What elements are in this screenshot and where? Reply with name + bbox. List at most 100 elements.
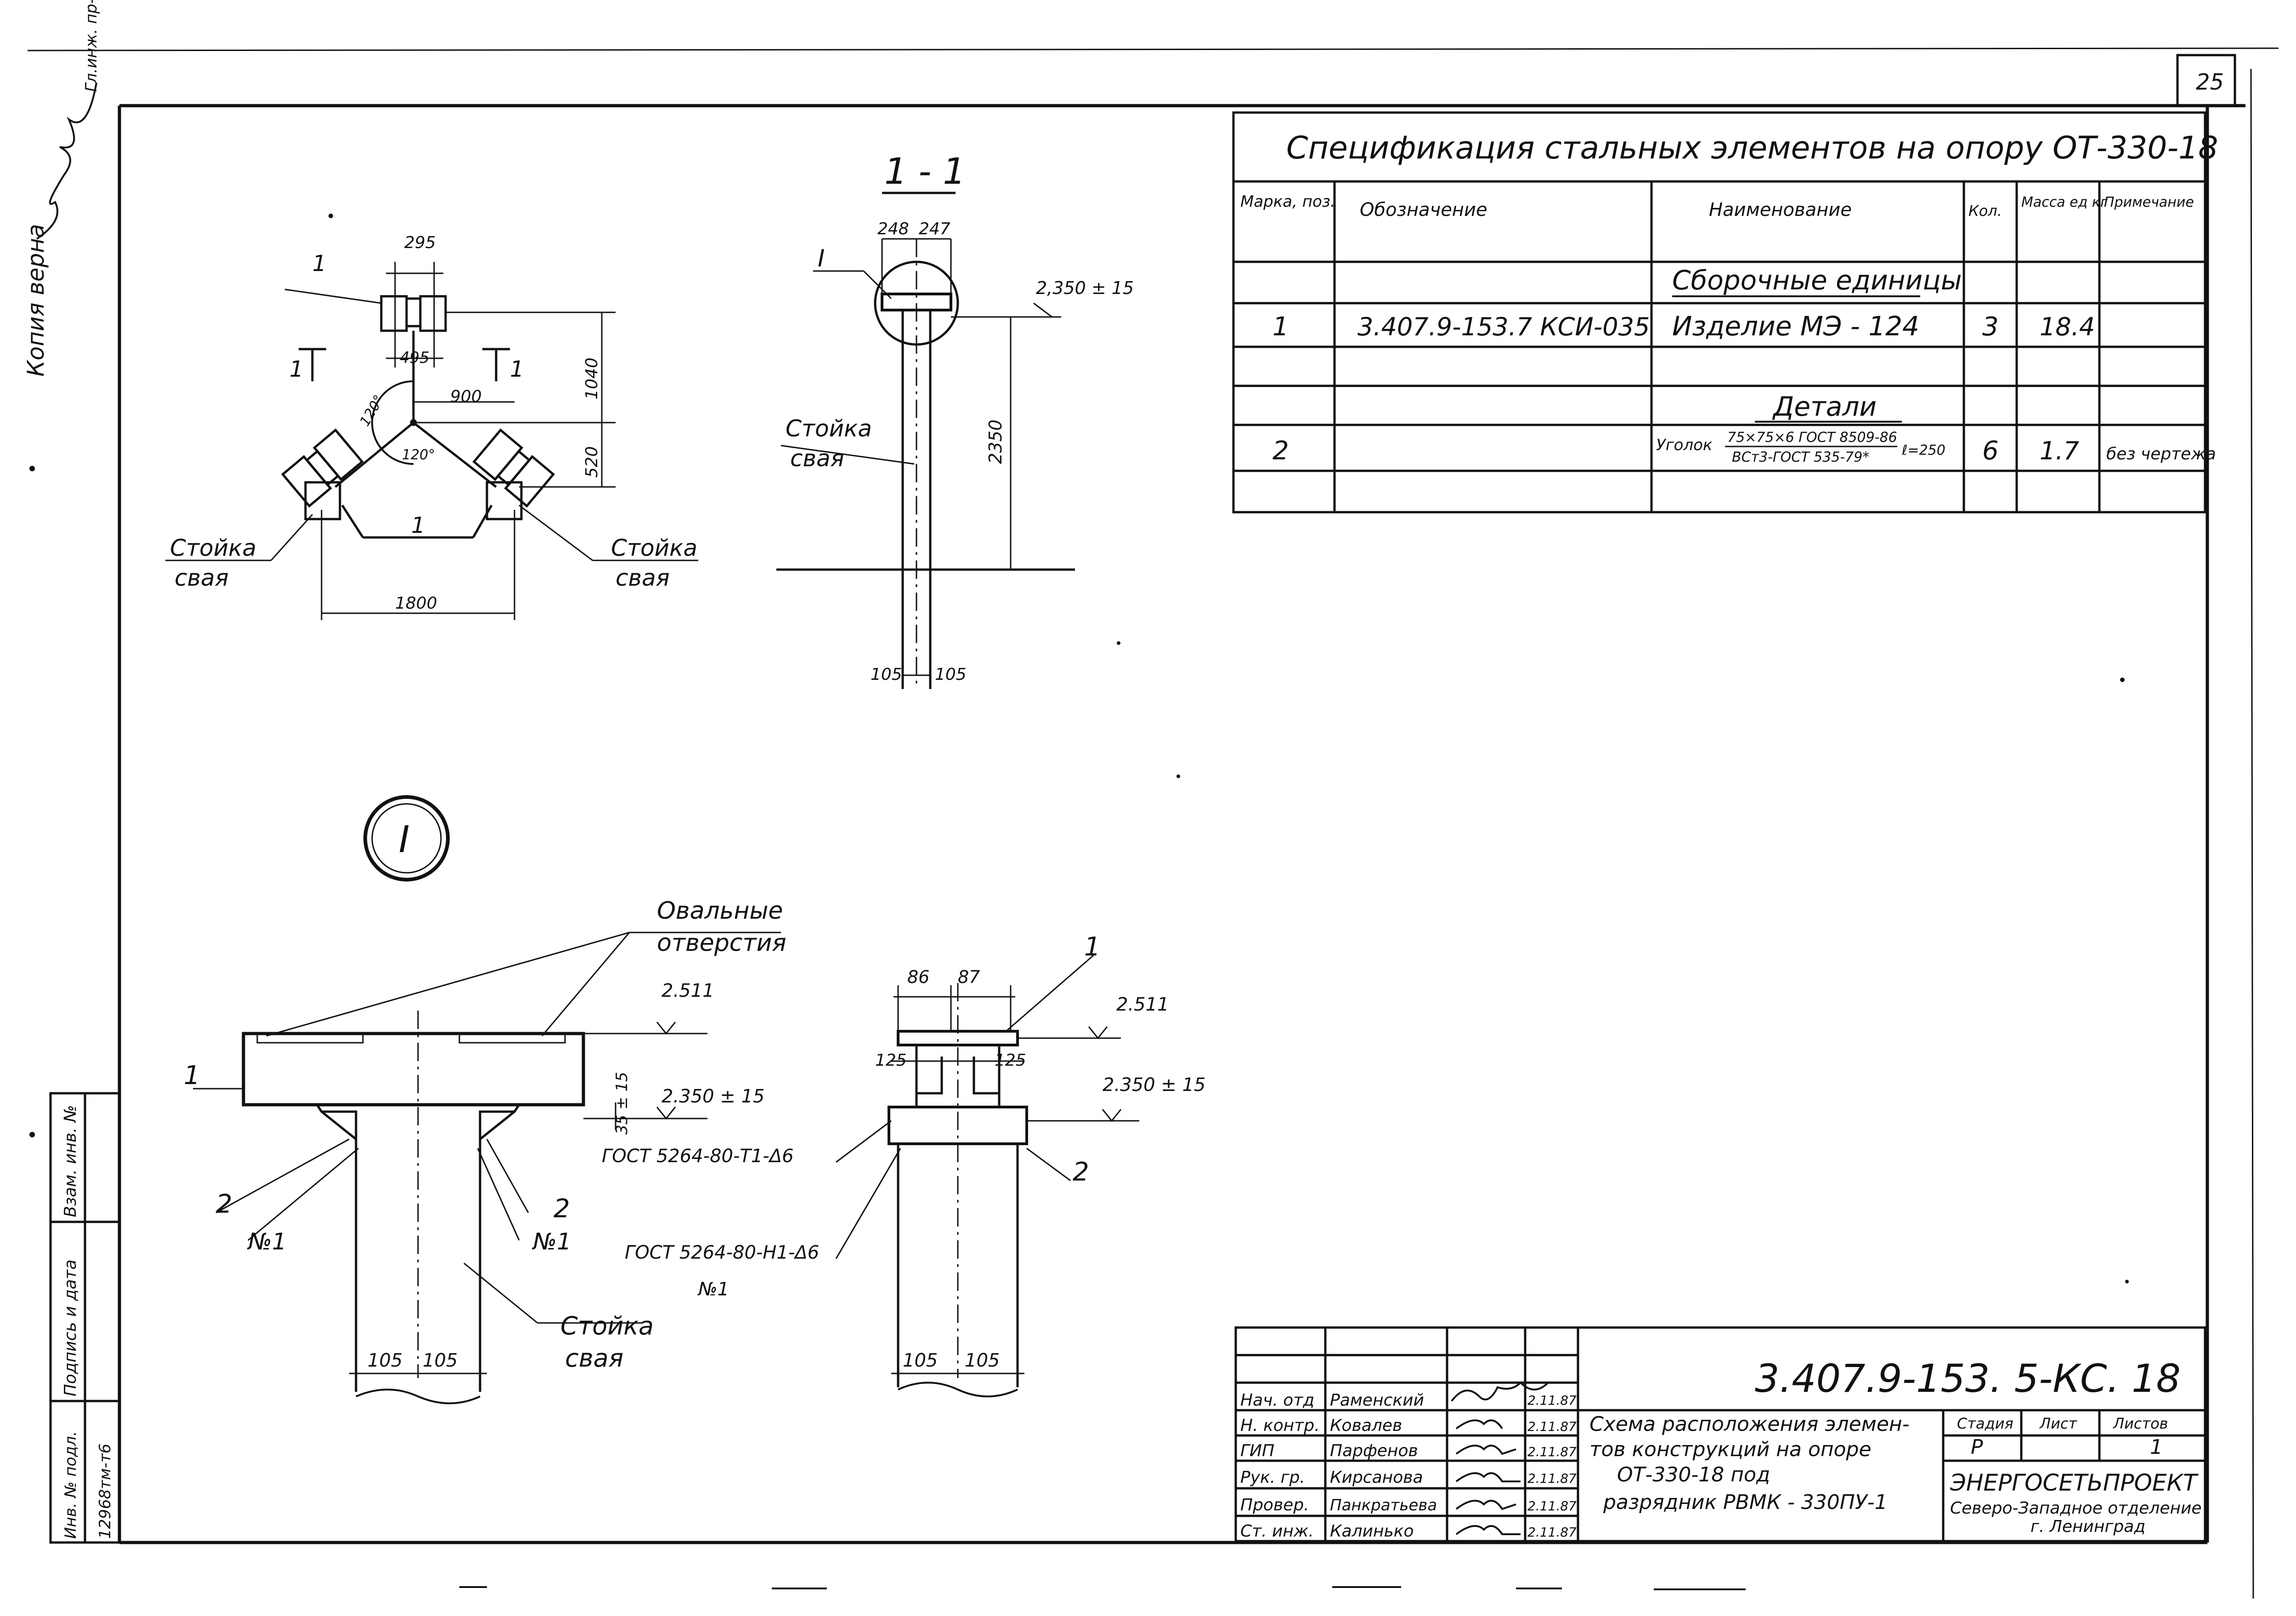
tb-desc-1: тов конструкций на опоре [1589, 1438, 1872, 1461]
section-1-1-geometry [776, 192, 1075, 689]
page-number-box [2176, 54, 2236, 107]
detail-right-dim-87: 87 [958, 967, 980, 987]
spec-row2-name-den: ВСт3-ГОСТ 535-79* [1732, 449, 1869, 465]
spec-header-designation: Обозначение [1360, 199, 1487, 220]
plan-dim-495: 495 [400, 349, 430, 367]
detail-item-1-left: 1 [184, 1061, 200, 1091]
plan-view-geometry [165, 262, 698, 620]
section-elev: 2,350 ± 15 [1036, 278, 1134, 298]
detail-weld-2-sub: №1 [697, 1279, 729, 1300]
page-number: 25 [2196, 69, 2224, 95]
tb-sheet-hdr: Лист [2039, 1415, 2077, 1432]
detail-right-item-1: 1 [1084, 932, 1101, 962]
plan-item-1-center: 1 [411, 513, 425, 538]
plan-angle-2: 120° [402, 447, 435, 463]
detail-right-dim-105-b: 105 [965, 1350, 1000, 1371]
tb-name-2: Парфенов [1330, 1441, 1418, 1460]
podpis-data-label: Подпись и дата [61, 1260, 80, 1396]
inv-podl-label: Инв. № подл. [62, 1431, 80, 1539]
detail-left-geometry [193, 932, 781, 1404]
section-dim-2350: 2350 [985, 419, 1006, 464]
tb-date-4: 2.11.87 [1527, 1498, 1577, 1514]
plan-svaya-left: свая [175, 565, 229, 591]
spec-row2-qty: 6 [1982, 436, 1999, 466]
detail-right-item-2: 2 [1073, 1157, 1089, 1187]
spec-section-assembly: Сборочные единицы [1672, 265, 1962, 296]
spec-section-details: Детали [1772, 391, 1877, 422]
plan-item-1-top: 1 [312, 251, 327, 277]
section-node-label: I [818, 245, 825, 272]
spec-row2-mass: 1.7 [2040, 436, 2079, 465]
tb-date-0: 2.11.87 [1527, 1393, 1577, 1408]
spec-row1-pos: 1 [1272, 312, 1289, 342]
tb-sheets-hdr: Листов [2113, 1415, 2168, 1432]
section-stoika: Стойка [786, 415, 872, 442]
detail-circle-label: I [399, 818, 410, 861]
section-dim-247: 247 [919, 220, 950, 238]
tb-name-3: Кирсанова [1330, 1468, 1423, 1487]
tb-name-5: Калинько [1330, 1522, 1414, 1541]
tb-name-0: Раменский [1330, 1391, 1424, 1410]
doc-code: 3.407.9-153. 5-КС. 18 [1755, 1356, 2181, 1401]
tb-date-5: 2.11.87 [1527, 1525, 1577, 1540]
plan-dim-1040: 1040 [582, 357, 601, 400]
top-left-marks: Гл.инж. пр-та [82, 0, 101, 92]
tb-desc-3: разрядник РВМК - 330ПУ-1 [1603, 1491, 1888, 1514]
detail-elev-top: 2.511 [662, 980, 714, 1001]
detail-right-dim-125-left: 125 [875, 1051, 907, 1070]
tb-desc-0: Схема расположения элемен- [1589, 1413, 1910, 1436]
tb-org-sub-1: г. Ленинград [2030, 1517, 2145, 1536]
tb-role-1: Н. контр. [1240, 1416, 1320, 1435]
section-svaya: свая [790, 445, 844, 472]
detail-dim-35: 35 ± 15 [613, 1072, 631, 1135]
tb-role-4: Провер. [1240, 1496, 1309, 1514]
spec-row2-pos: 2 [1272, 436, 1289, 466]
detail-dim-105-left-b: 105 [423, 1350, 458, 1371]
spec-row2-name-len: ℓ=250 [1901, 442, 1945, 458]
section-1-1-title: 1 - 1 [884, 151, 966, 192]
copy-stamp: Копия верна [23, 224, 49, 377]
plan-dim-520: 520 [582, 446, 601, 478]
tb-name-1: Ковалев [1330, 1416, 1402, 1435]
spec-title: Спецификация стальных элементов на опору… [1286, 130, 2218, 166]
tb-role-2: ГИП [1240, 1441, 1274, 1460]
bottom-noise [459, 1586, 1746, 1590]
plan-dim-900: 900 [450, 387, 482, 406]
tb-date-2: 2.11.87 [1527, 1444, 1577, 1459]
section-dim-248: 248 [877, 220, 909, 238]
detail-item-2-left: 2 [216, 1189, 232, 1219]
vzam-inv-label: Взам. инв. № [61, 1105, 80, 1217]
left-strip [49, 1092, 121, 1544]
detail-right-elev-mid: 2.350 ± 15 [1103, 1074, 1205, 1096]
copy-stamp-signature [36, 82, 97, 240]
detail-right-dim-125-right: 125 [995, 1051, 1026, 1070]
section-dim-105-left: 105 [871, 665, 902, 684]
spec-row1-designation: 3.407.9-153.7 КСИ-035 [1357, 312, 1650, 341]
tb-date-1: 2.11.87 [1527, 1419, 1577, 1434]
plan-angle-1: 120° [357, 392, 387, 429]
title-block-grid [1234, 1326, 2206, 1543]
detail-n1-left: №1 [247, 1228, 287, 1255]
tb-date-3: 2.11.87 [1527, 1471, 1577, 1486]
tb-org: ЭНЕРГОСЕТЬПРОЕКТ [1950, 1469, 2199, 1496]
spec-header-name: Наименование [1709, 199, 1852, 220]
detail-weld-1: ГОСТ 5264-80-Т1-Δ6 [602, 1146, 794, 1167]
detail-dim-105-left-a: 105 [368, 1350, 402, 1371]
tb-role-0: Нач. отд [1240, 1391, 1314, 1410]
tb-stage-hdr: Стадия [1957, 1415, 2013, 1432]
spec-row1-name: Изделие МЭ - 124 [1672, 311, 1919, 342]
tb-signatures [1451, 1381, 1549, 1535]
scan-noise [29, 214, 2129, 1283]
tb-stage: Р [1971, 1435, 1983, 1459]
spec-header-note: Примечание [2104, 194, 2194, 210]
spec-header-mass: Масса ед кг [2021, 194, 2108, 210]
tb-role-5: Ст. инж. [1240, 1522, 1314, 1541]
spec-row1-mass: 18.4 [2040, 312, 2095, 341]
spec-row1-qty: 3 [1982, 312, 1999, 342]
detail-elev-mid: 2.350 ± 15 [662, 1086, 764, 1107]
spec-table-grid [1232, 111, 2206, 514]
spec-row2-name-prefix: Уголок [1656, 436, 1713, 454]
detail-right-dim-105-a: 105 [903, 1350, 938, 1371]
detail-oval-label-2: отверстия [657, 929, 786, 957]
tb-role-3: Рук. гр. [1240, 1468, 1305, 1487]
